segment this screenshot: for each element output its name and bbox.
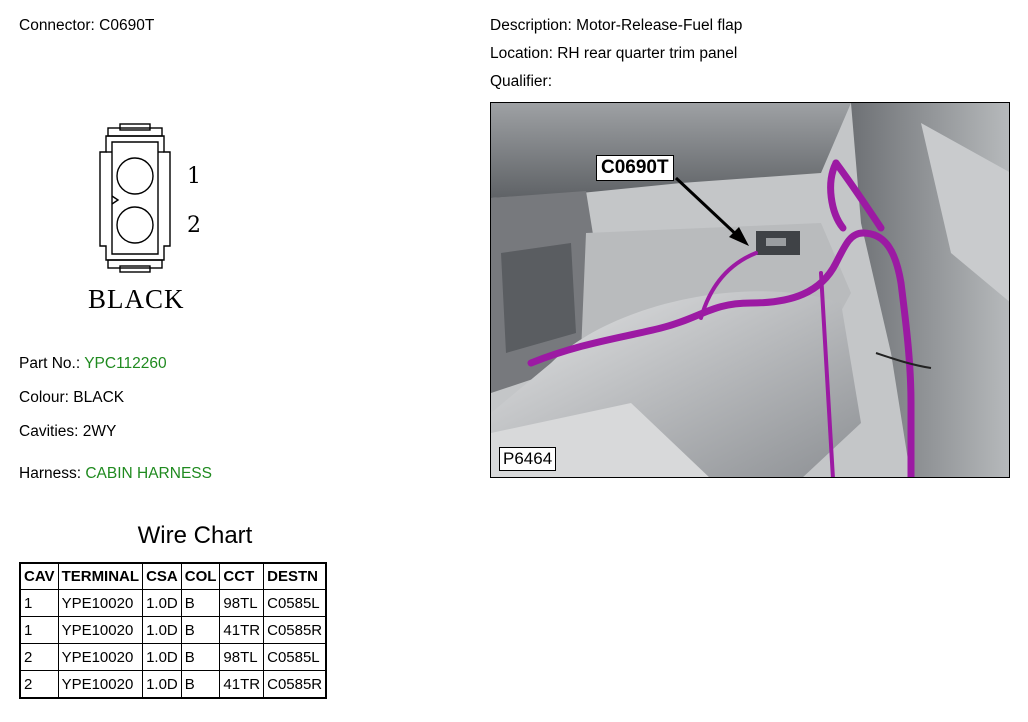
cell-col: B [180,670,221,699]
location-row: Location: RH rear quarter trim panel [490,45,737,63]
table-row: 1 YPE10020 1.0D B 98TL C0585L [19,589,327,617]
cavities-row: Cavities: 2WY [19,423,116,441]
cell-terminal: YPE10020 [57,643,144,671]
table-row: 2 YPE10020 1.0D B 98TL C0585L [19,643,327,671]
header-terminal: TERMINAL [57,562,144,590]
cell-cav: 2 [19,670,59,699]
colour-label: Colour: [19,389,69,406]
cell-col: B [180,643,221,671]
photo-connector-callout: C0690T [596,155,674,181]
cell-col: B [180,616,221,644]
part-number-link[interactable]: YPC112260 [84,355,167,372]
table-row: 2 YPE10020 1.0D B 41TR C0585R [19,670,327,699]
header-destn: DESTN [263,562,327,590]
part-number-label: Part No.: [19,355,81,372]
connector-face-diagram: 1 2 BLACK [80,118,230,333]
colour-value: BLACK [73,389,125,406]
cell-csa: 1.0D [142,589,182,617]
cell-cct: 98TL [219,643,265,671]
cavities-value: 2WY [82,423,117,440]
cell-cct: 41TR [219,670,265,699]
description-value: Motor-Release-Fuel flap [576,17,743,34]
description-row: Description: Motor-Release-Fuel flap [490,17,742,35]
harness-label: Harness: [19,465,82,482]
cell-terminal: YPE10020 [57,670,144,699]
pin-number-1: 1 [187,164,201,189]
cell-cct: 41TR [219,616,265,644]
table-row: 1 YPE10020 1.0D B 41TR C0585R [19,616,327,644]
cavities-label: Cavities: [19,423,79,440]
harness-row: Harness: CABIN HARNESS [19,465,212,483]
cell-destn: C0585R [263,616,327,644]
wire-chart-header-row: CAV TERMINAL CSA COL CCT DESTN [19,562,327,590]
cell-destn: C0585L [263,589,327,617]
qualifier-label: Qualifier: [490,73,553,90]
cell-cav: 1 [19,616,59,644]
location-value: RH rear quarter trim panel [557,45,738,62]
connector-heading: Connector: C0690T [19,17,154,35]
wire-chart-title: Wire Chart [137,522,253,549]
location-photo: C0690T P6464 [490,102,1010,478]
cell-cav: 1 [19,589,59,617]
harness-link[interactable]: CABIN HARNESS [85,465,212,482]
qualifier-row: Qualifier: [490,73,552,91]
cell-cct: 98TL [219,589,265,617]
header-csa: CSA [142,562,182,590]
cell-csa: 1.0D [142,616,182,644]
photo-reference-id: P6464 [499,447,557,471]
cell-terminal: YPE10020 [57,589,144,617]
part-number-row: Part No.: YPC112260 [19,355,167,373]
connector-label: Connector: [19,17,95,34]
cell-destn: C0585R [263,670,327,699]
location-label: Location: [490,45,553,62]
cell-cav: 2 [19,643,59,671]
cell-col: B [180,589,221,617]
description-label: Description: [490,17,572,34]
header-cct: CCT [219,562,265,590]
connector-name: C0690T [99,17,155,34]
pin-number-2: 2 [187,213,201,238]
wire-chart-table: CAV TERMINAL CSA COL CCT DESTN 1 YPE1002… [19,562,328,699]
cell-csa: 1.0D [142,670,182,699]
colour-row: Colour: BLACK [19,389,124,407]
header-cav: CAV [19,562,59,590]
header-col: COL [180,562,221,590]
cell-destn: C0585L [263,643,327,671]
cell-csa: 1.0D [142,643,182,671]
connector-housing-colour: BLACK [88,284,185,314]
cell-terminal: YPE10020 [57,616,144,644]
